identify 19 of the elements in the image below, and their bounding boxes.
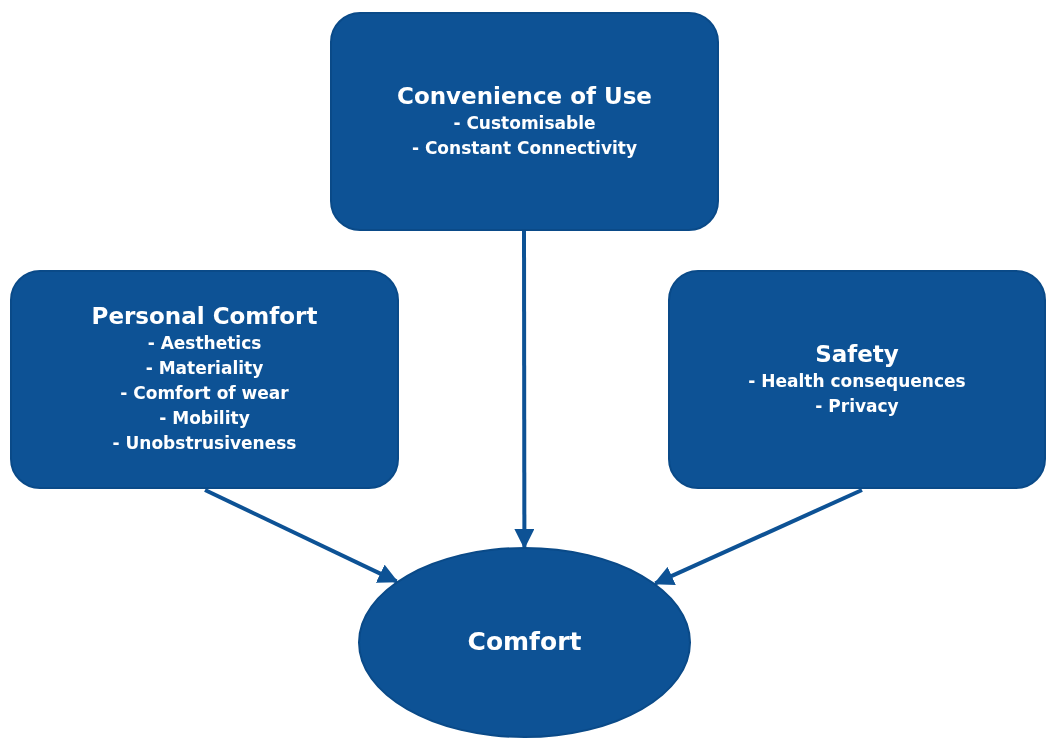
list-item: - Privacy: [815, 394, 899, 418]
list-item: - Materiality: [145, 357, 264, 380]
list-item: - Customisable: [453, 111, 596, 135]
list-item: - Health consequences: [748, 369, 966, 393]
list-item: - Mobility: [159, 407, 250, 430]
rounded-box: [10, 270, 399, 489]
list-item: - Constant Connectivity: [411, 136, 638, 160]
list-item: - Unobstrusiveness: [112, 432, 297, 455]
list-item: - Aesthetics: [147, 332, 262, 355]
node-heading: Safety: [815, 340, 899, 367]
arrow: [653, 488, 863, 586]
arrow: [514, 231, 535, 549]
rounded-box: [668, 270, 1046, 489]
node-heading: Personal Comfort: [91, 303, 318, 329]
node-heading: Comfort: [467, 627, 582, 656]
list-item: - Comfort of wear: [120, 382, 289, 405]
rounded-box: [330, 12, 719, 231]
node-heading: Convenience of Use: [397, 82, 652, 109]
arrow: [204, 488, 399, 584]
